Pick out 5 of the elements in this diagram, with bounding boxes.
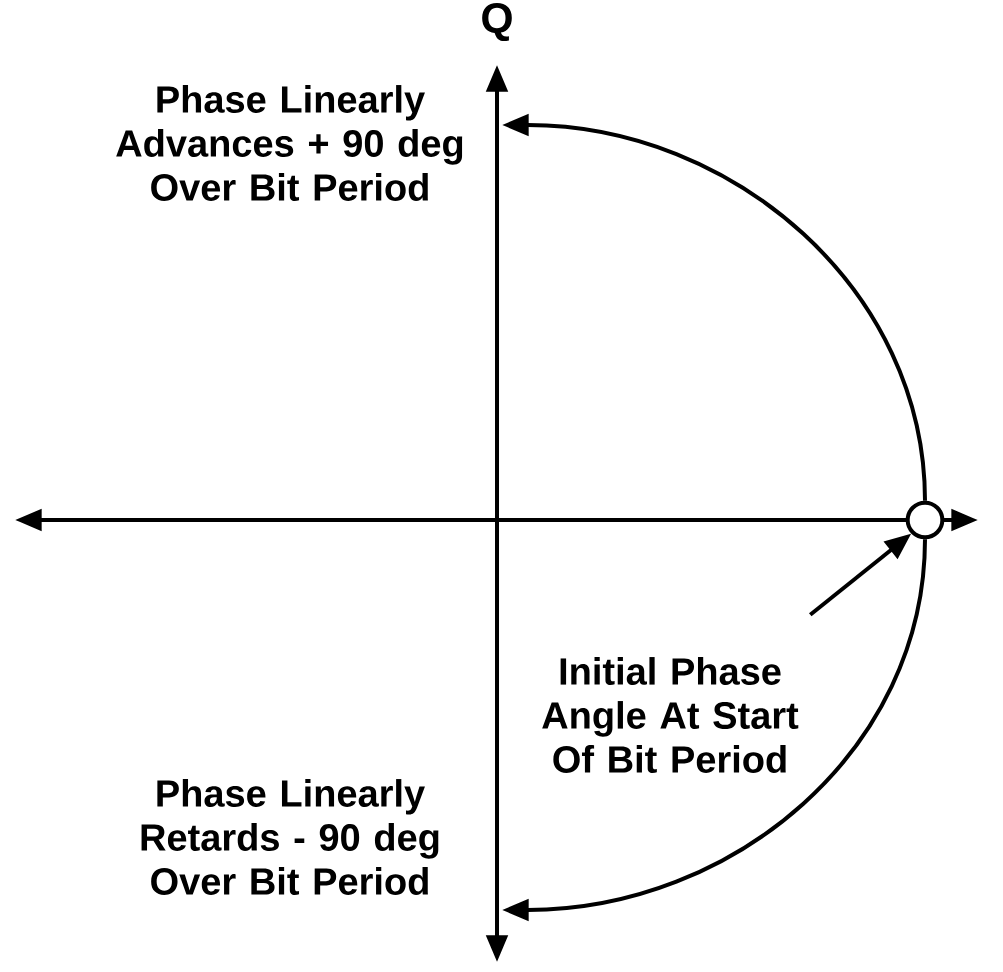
annotation-text: Initial Phase Angle At Start Of Bit Period	[542, 657, 799, 773]
annotation-text: Phase Linearly Advances + 90 deg Over Bit Period	[116, 85, 463, 201]
phase-point-circle	[905, 500, 945, 540]
axis-label: Q	[482, 2, 512, 42]
annotation-text: Phase Linearly Retards - 90 deg Over Bit Period	[141, 779, 439, 895]
